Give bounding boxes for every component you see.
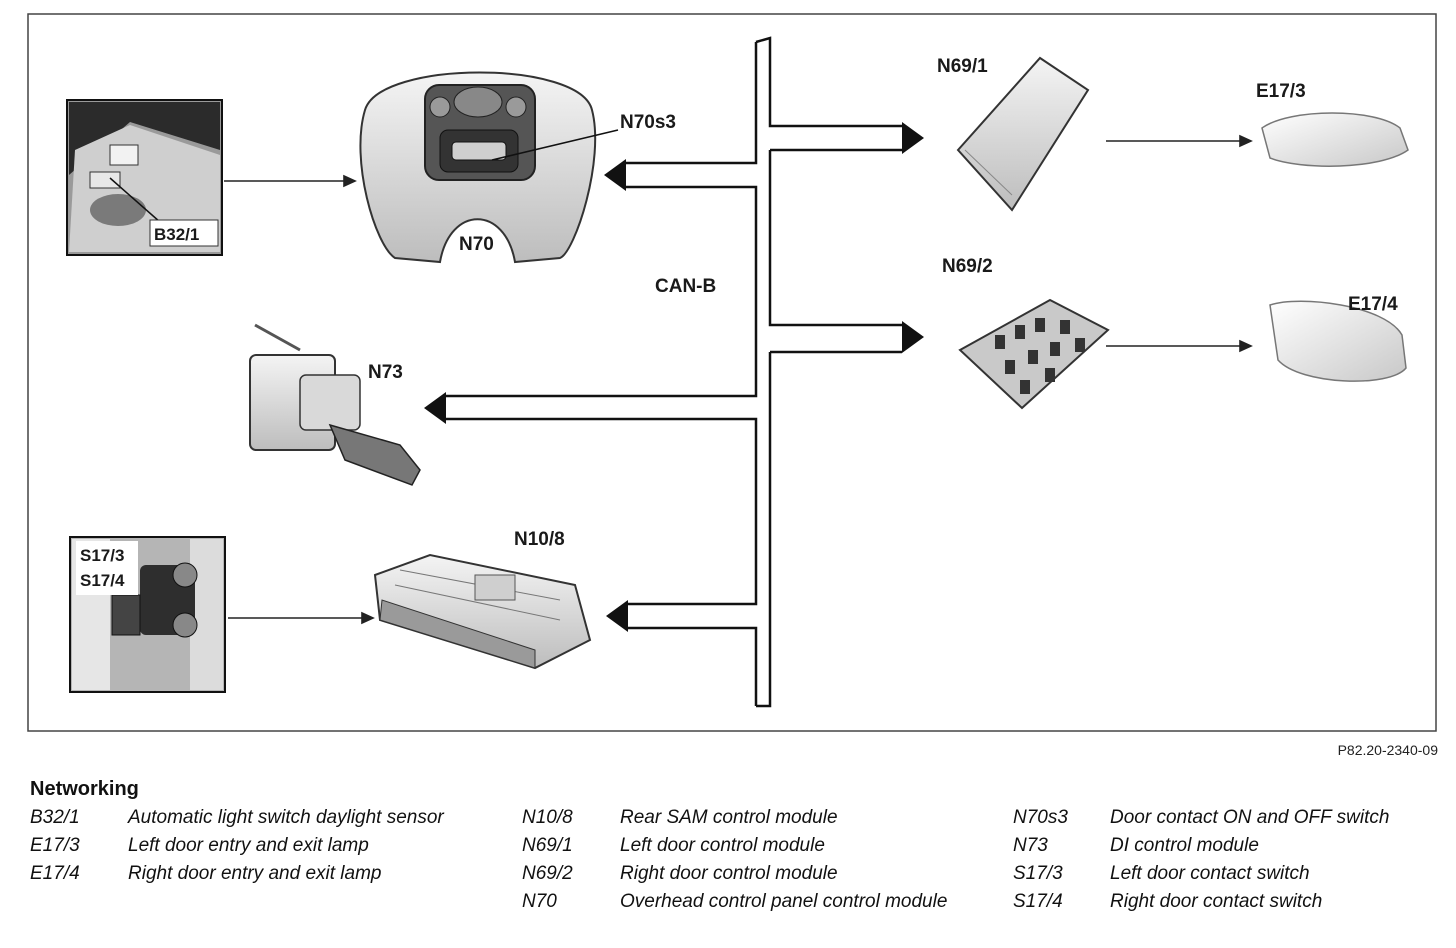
legend-code: S17/3 <box>1013 863 1063 884</box>
legend-item: N70 Overhead control panel control modul… <box>522 888 950 916</box>
e17-3-label: E17/3 <box>1256 81 1306 102</box>
e17-4-label: E17/4 <box>1348 294 1398 315</box>
figure-reference: P82.20-2340-09 <box>1337 742 1438 758</box>
s17-4-label: S17/4 <box>80 571 125 590</box>
arrow-to-n69-1 <box>902 122 924 154</box>
legend-code: E17/3 <box>30 835 80 856</box>
e17-3-left-door-lamp: E17/3 <box>1256 81 1409 167</box>
legend-code: B32/1 <box>30 807 80 828</box>
n70s3-label: N70s3 <box>620 112 676 133</box>
e17-4-right-door-lamp: E17/4 <box>1269 294 1407 382</box>
legend-column-1: B32/1 Automatic light switch daylight se… <box>30 804 448 888</box>
legend-description: DI control module <box>1110 835 1259 856</box>
legend-code: N69/2 <box>522 863 573 884</box>
legend-description: Automatic light switch daylight sensor <box>128 807 444 828</box>
legend-description: Right door entry and exit lamp <box>128 863 382 884</box>
can-b-bus <box>446 36 902 708</box>
legend-description: Right door control module <box>620 863 838 884</box>
legend-description: Left door control module <box>620 835 825 856</box>
legend-item: E17/3 Left door entry and exit lamp <box>30 832 448 860</box>
legend-item: S17/4 Right door contact switch <box>1013 888 1450 916</box>
n69-2-label: N69/2 <box>942 256 993 277</box>
signal-arrows <box>224 134 1253 625</box>
legend-description: Door contact ON and OFF switch <box>1110 807 1390 828</box>
legend-description: Rear SAM control module <box>620 807 838 828</box>
networking-diagram: B32/1 N70 N70s3 CAN-B N73 S17/3 S17/4 <box>27 13 1437 732</box>
can-b-label: CAN-B <box>655 276 716 297</box>
legend-code: N69/1 <box>522 835 573 856</box>
arrow-to-n70 <box>604 159 626 191</box>
legend-item: B32/1 Automatic light switch daylight se… <box>30 804 448 832</box>
n69-1-label: N69/1 <box>937 56 988 77</box>
legend-item: N69/1 Left door control module <box>522 832 950 860</box>
arrow-to-n73 <box>424 392 446 424</box>
legend-title: Networking <box>30 778 139 800</box>
n73-label: N73 <box>368 362 403 383</box>
n69-2-right-door-module: N69/2 <box>942 256 1110 410</box>
legend-column-2: N10/8 Rear SAM control module N69/1 Left… <box>522 804 950 916</box>
legend-column-3: N70s3 Door contact ON and OFF switch N73… <box>1013 804 1450 916</box>
legend-code: S17/4 <box>1013 891 1063 912</box>
arrow-to-n10-8 <box>606 600 628 632</box>
legend-item: N69/2 Right door control module <box>522 860 950 888</box>
legend-item: N70s3 Door contact ON and OFF switch <box>1013 804 1450 832</box>
b32-1-sensor-photo: B32/1 <box>66 99 223 256</box>
legend-code: N10/8 <box>522 807 573 828</box>
legend-description: Left door contact switch <box>1110 863 1310 884</box>
legend-description: Overhead control panel control module <box>620 891 948 912</box>
s17-3-label: S17/3 <box>80 546 124 565</box>
diagram-frame <box>27 13 1437 732</box>
n70-label: N70 <box>459 234 494 255</box>
n10-8-rear-sam-module: N10/8 <box>373 529 592 670</box>
legend-description: Left door entry and exit lamp <box>128 835 369 856</box>
legend-item: N73 DI control module <box>1013 832 1450 860</box>
legend-description: Right door contact switch <box>1110 891 1323 912</box>
legend-item: S17/3 Left door contact switch <box>1013 860 1450 888</box>
legend-code: N73 <box>1013 835 1048 856</box>
b32-1-label: B32/1 <box>154 225 199 244</box>
n69-1-left-door-module: N69/1 <box>937 56 1090 212</box>
arrow-to-n69-2 <box>902 321 924 353</box>
legend-code: N70 <box>522 891 557 912</box>
legend-item: N10/8 Rear SAM control module <box>522 804 950 832</box>
s17-door-switch-photo: S17/3 S17/4 <box>69 536 226 693</box>
n73-ignition-switch: N73 <box>249 323 421 486</box>
legend-code: N70s3 <box>1013 807 1068 828</box>
legend-code: E17/4 <box>30 863 80 884</box>
n70-overhead-panel: N70 N70s3 <box>359 71 676 264</box>
legend-item: E17/4 Right door entry and exit lamp <box>30 860 448 888</box>
n10-8-label: N10/8 <box>514 529 565 550</box>
